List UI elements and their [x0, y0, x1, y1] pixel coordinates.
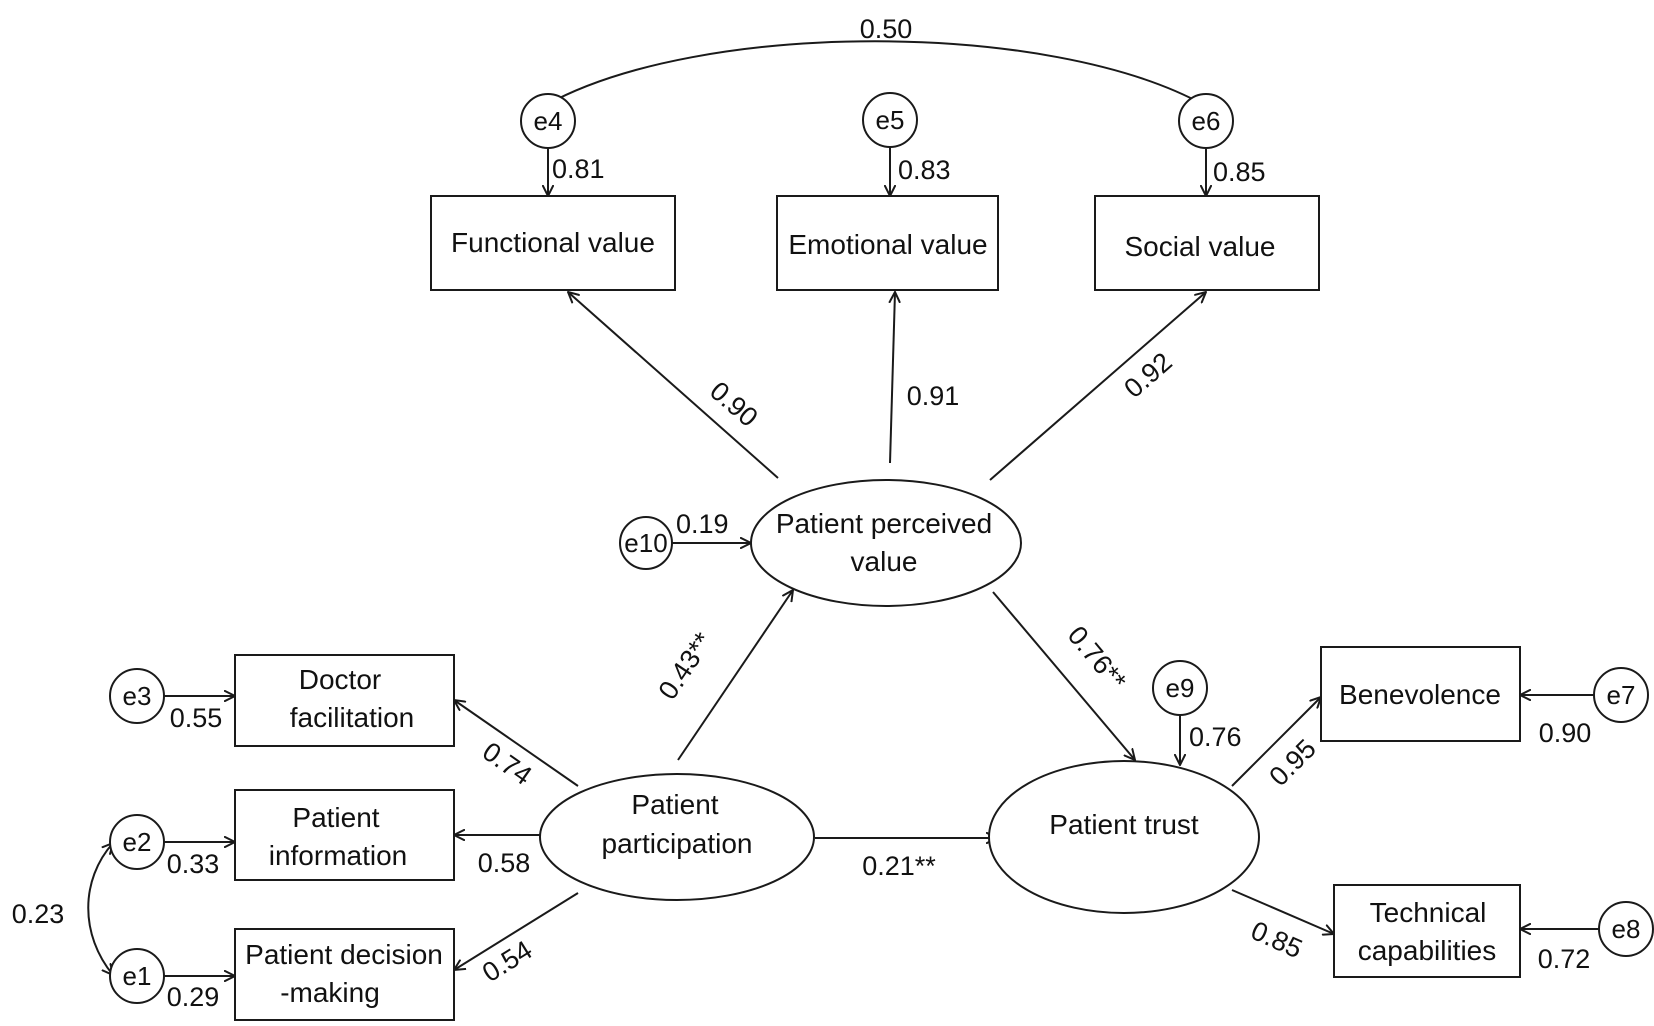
coef-pp-info: 0.58 — [478, 848, 531, 878]
error-circle-e1 — [109, 948, 165, 1004]
box-doctor-facilitation — [234, 654, 455, 747]
coef-ppv-functional-value: 0.90 — [704, 376, 763, 433]
coef-e1-e2-covariance: 0.23 — [12, 899, 65, 929]
ellipse-patient-trust — [988, 760, 1260, 914]
arrow-pp-doctor — [454, 700, 579, 787]
error-circle-e10 — [619, 516, 673, 570]
label-tech-line2: capabilities — [1358, 935, 1497, 966]
arrow-pt-technical — [1231, 889, 1334, 934]
coef-ppv-emotional-value: 0.91 — [907, 381, 960, 411]
label-info-line1: Patient — [292, 802, 379, 833]
error-label-e9: e9 — [1166, 673, 1195, 703]
coef-pp-ppv: 0.43** — [653, 627, 719, 705]
label-decision-line1: Patient decision — [245, 939, 443, 970]
arrow-pp-decision — [454, 892, 579, 970]
arrow-pp-ppv — [677, 590, 793, 761]
coef-e4-functional-value: 0.81 — [552, 154, 605, 184]
coef-e3-doctor: 0.55 — [170, 703, 223, 733]
arrow-ppv-social-value — [989, 292, 1206, 481]
box-patient-decision-making — [234, 928, 455, 1021]
label-functional-value: Functional value — [451, 227, 655, 258]
arrow-ppv-emotional-value — [890, 292, 895, 464]
coef-e7-benevolence: 0.90 — [1539, 718, 1592, 748]
coef-pp-pt: 0.21** — [862, 851, 936, 881]
coef-pt-benevolence: 0.95 — [1263, 733, 1321, 791]
arrow-ppv-functional-value — [568, 292, 779, 479]
coef-e5-emotional-value: 0.83 — [898, 155, 951, 185]
covariance-e1-e2-arrow — [87, 843, 113, 975]
coef-ppv-social-value: 0.92 — [1118, 347, 1177, 404]
error-label-e7: e7 — [1607, 680, 1636, 710]
label-ppv-line1: Patient perceived — [776, 508, 992, 539]
covariance-e4-e6-arrow — [546, 40, 1204, 105]
label-pp-line1: Patient — [631, 789, 718, 820]
coef-e8-technical: 0.72 — [1538, 944, 1591, 974]
label-tech-line1: Technical — [1370, 897, 1487, 928]
error-circle-e9 — [1152, 660, 1208, 716]
ellipse-patient-participation — [539, 773, 815, 901]
label-benevolence: Benevolence — [1339, 679, 1501, 710]
box-social-value — [1094, 195, 1320, 291]
label-ppv-line2: value — [851, 546, 918, 577]
label-doctor-line2: facilitation — [290, 702, 415, 733]
error-circle-e7 — [1593, 667, 1649, 723]
coef-pp-doctor: 0.74 — [477, 736, 537, 791]
error-label-e6: e6 — [1192, 106, 1221, 136]
box-technical-capabilities — [1333, 884, 1521, 978]
box-patient-information — [234, 789, 455, 881]
coef-e9-pt: 0.76 — [1189, 722, 1242, 752]
coef-e4-e6-covariance: 0.50 — [860, 14, 913, 44]
error-circle-e8 — [1598, 901, 1654, 957]
coef-e2-info: 0.33 — [167, 849, 220, 879]
label-patient-trust: Patient trust — [1049, 809, 1199, 840]
error-circle-e5 — [862, 92, 918, 148]
box-benevolence — [1320, 646, 1521, 742]
error-label-e3: e3 — [123, 681, 152, 711]
error-circle-e6 — [1178, 93, 1234, 149]
label-pp-line2: participation — [602, 828, 753, 859]
arrow-pt-benevolence — [1231, 697, 1321, 787]
coef-e10-ppv: 0.19 — [676, 509, 729, 539]
label-decision-line2: -making — [280, 977, 380, 1008]
coef-pp-decision: 0.54 — [477, 935, 537, 988]
coef-e6-social-value: 0.85 — [1213, 157, 1266, 187]
error-label-e4: e4 — [534, 106, 563, 136]
box-emotional-value — [776, 195, 999, 291]
arrow-ppv-pt — [992, 591, 1135, 760]
error-label-e8: e8 — [1612, 914, 1641, 944]
error-label-e10: e10 — [624, 528, 667, 558]
coef-e1-decision: 0.29 — [167, 982, 220, 1012]
label-emotional-value: Emotional value — [788, 229, 987, 260]
coef-pt-technical: 0.85 — [1247, 915, 1307, 964]
error-circle-e4 — [520, 93, 576, 149]
ellipse-patient-perceived-value — [750, 479, 1022, 607]
error-label-e2: e2 — [123, 827, 152, 857]
label-social-value: Social value — [1125, 231, 1276, 262]
error-label-e5: e5 — [876, 105, 905, 135]
label-doctor-line1: Doctor — [299, 664, 381, 695]
box-functional-value — [430, 195, 676, 291]
error-circle-e2 — [109, 814, 165, 870]
label-info-line2: information — [269, 840, 408, 871]
error-circle-e3 — [109, 668, 165, 724]
error-label-e1: e1 — [123, 961, 152, 991]
